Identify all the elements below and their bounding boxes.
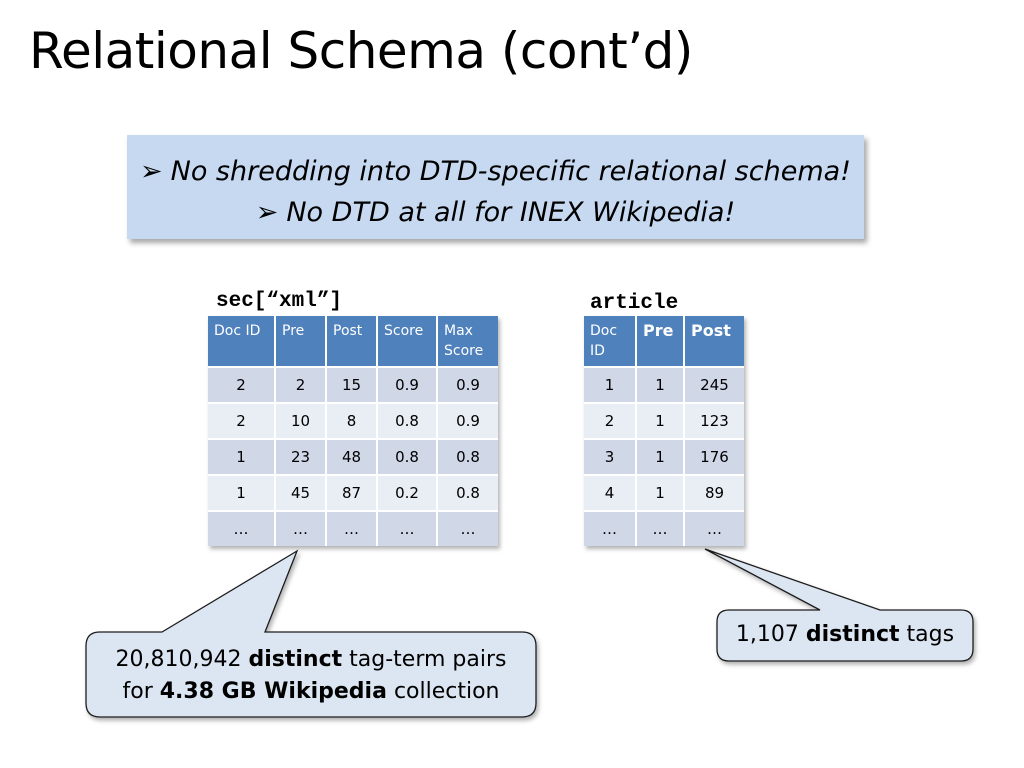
table-cell: 0.8 xyxy=(377,438,438,475)
banner-text-1: No shredding into DTD-specific relationa… xyxy=(170,156,851,187)
table-cell: … xyxy=(584,510,637,546)
callout-left-line-1: 20,810,942 distinct tag-term pairs xyxy=(86,644,536,676)
table-cell: 2 xyxy=(208,402,276,439)
table-cell: 0.9 xyxy=(437,366,498,403)
table-cell: 89 xyxy=(684,474,744,511)
column-header: Doc ID xyxy=(208,316,276,367)
sec-table-label: sec[“xml”] xyxy=(216,290,343,313)
callout-text-part: collection xyxy=(386,679,500,704)
banner-line-1: ➢No shredding into DTD-specific relation… xyxy=(127,151,864,192)
table-cell: 1 xyxy=(208,474,276,511)
callout-left-line-2: for 4.38 GB Wikipedia collection xyxy=(86,676,536,708)
table-cell: 15 xyxy=(326,366,378,403)
table-cell: … xyxy=(636,510,685,546)
table-cell: 2 xyxy=(275,366,327,403)
table-header-row: Doc ID Pre Post Score Max Score xyxy=(208,316,498,367)
banner-line-2: ➢No DTD at all for INEX Wikipedia! xyxy=(127,192,864,233)
table-cell: 87 xyxy=(326,474,378,511)
callout-emphasis: distinct xyxy=(805,622,900,647)
table-cell: 3 xyxy=(584,438,637,475)
arrow-bullet-icon: ➢ xyxy=(255,197,279,228)
table-cell: … xyxy=(437,510,498,546)
table-cell: 45 xyxy=(275,474,327,511)
table-cell: 123 xyxy=(684,402,744,439)
table-cell: 0.8 xyxy=(377,402,438,439)
column-header: Pre xyxy=(275,316,327,367)
table-cell: 0.8 xyxy=(437,438,498,475)
sec-table: Doc ID Pre Post Score Max Score 2 2 15 0… xyxy=(208,316,498,546)
callout-text-part: tags xyxy=(899,622,955,647)
table-cell: 0.9 xyxy=(437,402,498,439)
table-cell: … xyxy=(208,510,276,546)
table-cell: 2 xyxy=(584,402,637,439)
callout-emphasis: distinct xyxy=(248,647,343,672)
table-cell: 1 xyxy=(636,366,685,403)
table-cell: 10 xyxy=(275,402,327,439)
table-cell: 4 xyxy=(584,474,637,511)
table-cell: 0.2 xyxy=(377,474,438,511)
table-row: 4 1 89 xyxy=(584,474,744,511)
article-table: Doc ID Pre Post 1 1 245 2 1 123 3 1 176 … xyxy=(584,316,744,546)
table-row: 1 1 245 xyxy=(584,366,744,403)
callout-left-shape xyxy=(85,549,537,718)
table-row: … … … xyxy=(584,510,744,546)
table-cell: … xyxy=(377,510,438,546)
callout-right-text: 1,107 distinct tags xyxy=(717,619,973,651)
table-cell: 0.9 xyxy=(377,366,438,403)
table-cell: … xyxy=(326,510,378,546)
callout-left-text: 20,810,942 distinct tag-term pairs for 4… xyxy=(86,644,536,708)
table-cell: … xyxy=(684,510,744,546)
table-cell: … xyxy=(275,510,327,546)
table-row: 2 10 8 0.8 0.9 xyxy=(208,402,498,439)
column-header: Score xyxy=(377,316,438,367)
column-header: Post xyxy=(326,316,378,367)
table-cell: 1 xyxy=(636,474,685,511)
callout-text-part: 1,107 xyxy=(735,622,806,647)
table-cell: 2 xyxy=(208,366,276,403)
callout-text-part: for xyxy=(122,679,160,704)
table-cell: 1 xyxy=(636,402,685,439)
table-row: 2 2 15 0.9 0.9 xyxy=(208,366,498,403)
table-cell: 48 xyxy=(326,438,378,475)
column-header: Pre xyxy=(636,316,685,367)
table-cell: 176 xyxy=(684,438,744,475)
callout-right-shape xyxy=(704,548,974,662)
page-title: Relational Schema (cont’d) xyxy=(29,22,693,80)
callout-text-part: tag-term pairs xyxy=(342,647,507,672)
table-row: 3 1 176 xyxy=(584,438,744,475)
table-cell: 245 xyxy=(684,366,744,403)
table-cell: 1 xyxy=(208,438,276,475)
column-header: Doc ID xyxy=(584,316,637,367)
banner-text-2: No DTD at all for INEX Wikipedia! xyxy=(286,197,736,228)
callout-emphasis: 4.38 GB Wikipedia xyxy=(159,679,387,704)
article-table-label: article xyxy=(590,292,679,315)
table-header-row: Doc ID Pre Post xyxy=(584,316,744,367)
table-row: … … … … … xyxy=(208,510,498,546)
table-cell: 23 xyxy=(275,438,327,475)
table-row: 1 23 48 0.8 0.8 xyxy=(208,438,498,475)
table-cell: 1 xyxy=(584,366,637,403)
table-cell: 8 xyxy=(326,402,378,439)
table-row: 1 45 87 0.2 0.8 xyxy=(208,474,498,511)
callout-text-part: 20,810,942 xyxy=(115,647,249,672)
table-cell: 0.8 xyxy=(437,474,498,511)
column-header: Post xyxy=(684,316,744,367)
column-header: Max Score xyxy=(437,316,498,367)
banner-box: ➢No shredding into DTD-specific relation… xyxy=(127,135,864,239)
table-cell: 1 xyxy=(636,438,685,475)
table-row: 2 1 123 xyxy=(584,402,744,439)
arrow-bullet-icon: ➢ xyxy=(140,156,163,187)
